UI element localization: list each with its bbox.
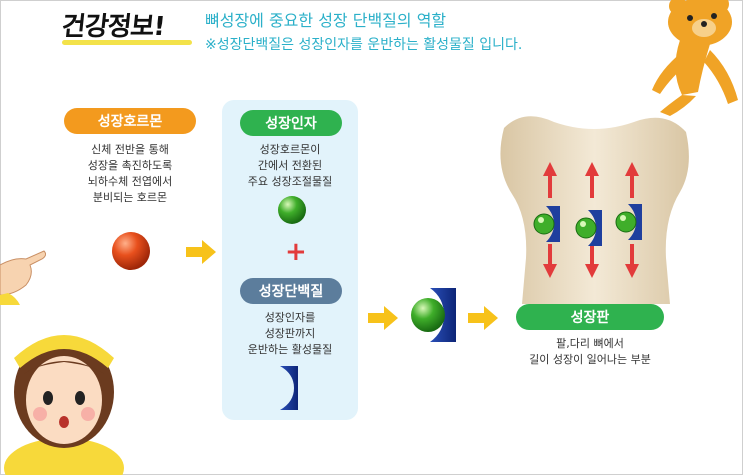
plus-sign: +	[285, 237, 307, 267]
growth-hormone-description: 신체 전반을 통해 성장을 촉진하도록 뇌하수체 전엽에서 분비되는 호르몬	[87, 143, 173, 204]
growth-plate-label: 성장판	[516, 304, 664, 330]
subtitle: 뼈성장에 중요한 성장 단백질의 역할	[205, 11, 447, 30]
bear-icon	[652, 0, 738, 116]
subtitle-note: ※성장단백질은 성장인자를 운반하는 활성물질 입니다.	[205, 37, 523, 53]
green-sphere-icon	[278, 196, 306, 224]
growth-protein-label: 성장단백질	[240, 278, 342, 304]
title-underline	[62, 40, 192, 45]
pointing-hand-icon	[0, 250, 46, 305]
girl-character-icon	[4, 335, 124, 475]
green-sphere-in-blue-carrier-icon	[411, 288, 456, 342]
growth-protein-description: 성장인자를 성장판까지 운반하는 활성물질	[247, 311, 333, 356]
bone-illustration	[500, 116, 689, 304]
growth-factor-label: 성장인자	[240, 110, 342, 136]
flow-arrow	[368, 306, 398, 330]
blue-crescent-icon	[280, 366, 298, 410]
red-sphere-icon	[112, 232, 150, 270]
growth-hormone-label: 성장호르몬	[64, 108, 196, 134]
flow-arrow	[186, 240, 216, 264]
flow-arrow	[468, 306, 498, 330]
growth-plate-description: 팔,다리 뼈에서 길이 성장이 일어나는 부분	[529, 337, 651, 366]
page-title: 건강정보!	[60, 12, 166, 42]
growth-factor-description: 성장호르몬이 간에서 전환된 주요 성장조절물질	[247, 143, 333, 188]
